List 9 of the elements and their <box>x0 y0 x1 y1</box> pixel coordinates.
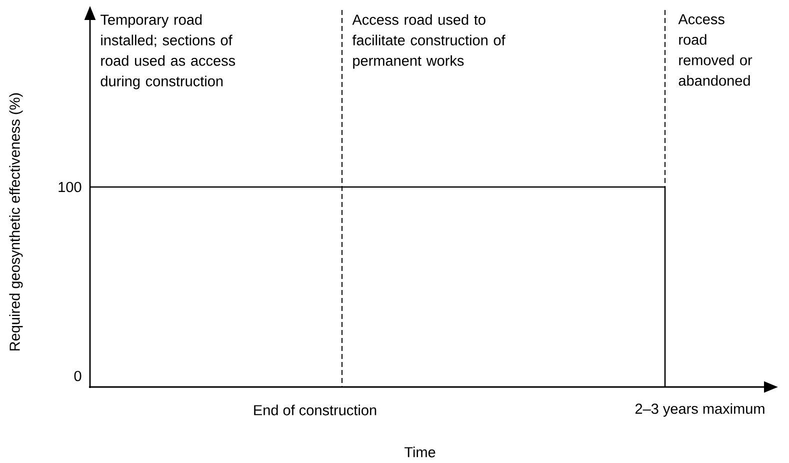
phase-text: Temporary road installed; sections of road used as access during construction <box>100 14 236 90</box>
axis-title: Required geosynthetic effectiveness (%) <box>9 93 23 350</box>
axis-title: Time <box>404 446 436 458</box>
phase-text: Access road used to facilitate construction of permanent works <box>352 14 506 69</box>
phase-text: Access road removed or abandoned <box>678 14 752 86</box>
tick-label: 2–3 years maximum <box>635 403 764 417</box>
tick-label: 0 <box>74 370 82 382</box>
tick-label: End of construction <box>254 404 376 416</box>
tick-label: 100 <box>58 182 82 192</box>
